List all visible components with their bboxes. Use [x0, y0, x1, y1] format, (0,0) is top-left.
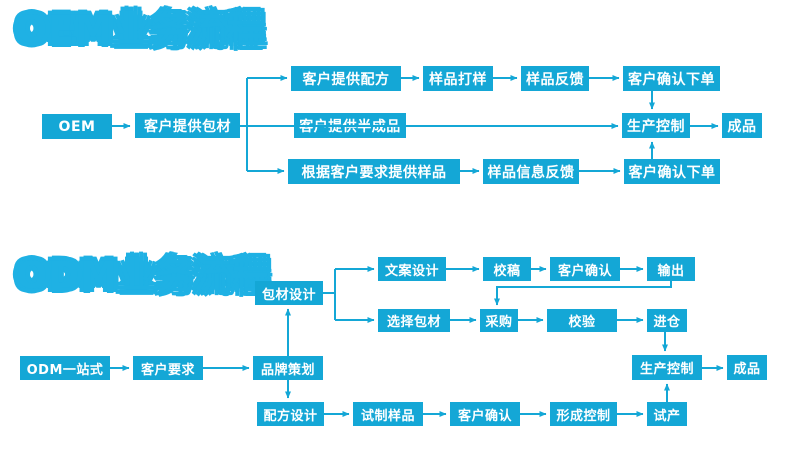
node-odm-customer-request: 客户要求	[133, 356, 203, 380]
odm-title: ODM业务流程	[13, 251, 272, 300]
node-odm-finished: 成品	[727, 355, 767, 380]
node-oem-sample-making: 样品打样	[423, 66, 493, 91]
node-odm-purchase: 采购	[480, 309, 518, 332]
node-oem-formula: 客户提供配方	[291, 66, 401, 91]
node-odm-form-control: 形成控制	[550, 402, 617, 426]
node-odm-output: 输出	[647, 257, 695, 281]
node-odm-select-packaging: 选择包材	[378, 309, 450, 332]
node-oem-confirm-order-top: 客户确认下单	[623, 66, 720, 91]
node-odm-formula-design: 配方设计	[257, 402, 324, 426]
node-oem-confirm-order-bottom: 客户确认下单	[624, 159, 720, 184]
node-oem-sample-by-request: 根据客户要求提供样品	[288, 159, 460, 184]
oem-title: OEM业务流程	[13, 5, 267, 54]
node-oem-start: OEM	[42, 114, 112, 139]
node-odm-production-control: 生产控制	[632, 355, 702, 380]
node-odm-customer-confirm-top: 客户确认	[550, 257, 620, 281]
node-oem-production-control: 生产控制	[622, 113, 690, 138]
node-oem-sample-feedback: 样品反馈	[521, 66, 589, 91]
node-oem-semi-finished: 客户提供半成品	[294, 113, 406, 138]
node-odm-brand-planning: 品牌策划	[253, 356, 323, 380]
node-oem-finished: 成品	[722, 113, 762, 138]
node-odm-trial-sample: 试制样品	[353, 402, 423, 426]
node-oem-packaging: 客户提供包材	[135, 113, 240, 138]
node-odm-warehouse: 进仓	[647, 309, 687, 332]
node-odm-proofreading: 校稿	[483, 257, 531, 281]
node-odm-copy-design: 文案设计	[378, 257, 446, 281]
node-odm-verification: 校验	[547, 309, 617, 332]
node-odm-start: ODM一站式	[20, 356, 110, 380]
node-odm-customer-confirm-bottom: 客户确认	[450, 402, 520, 426]
node-odm-packaging-design: 包材设计	[255, 281, 323, 305]
node-odm-trial-production: 试产	[647, 402, 687, 426]
node-oem-sample-info-feedback: 样品信息反馈	[483, 159, 579, 184]
